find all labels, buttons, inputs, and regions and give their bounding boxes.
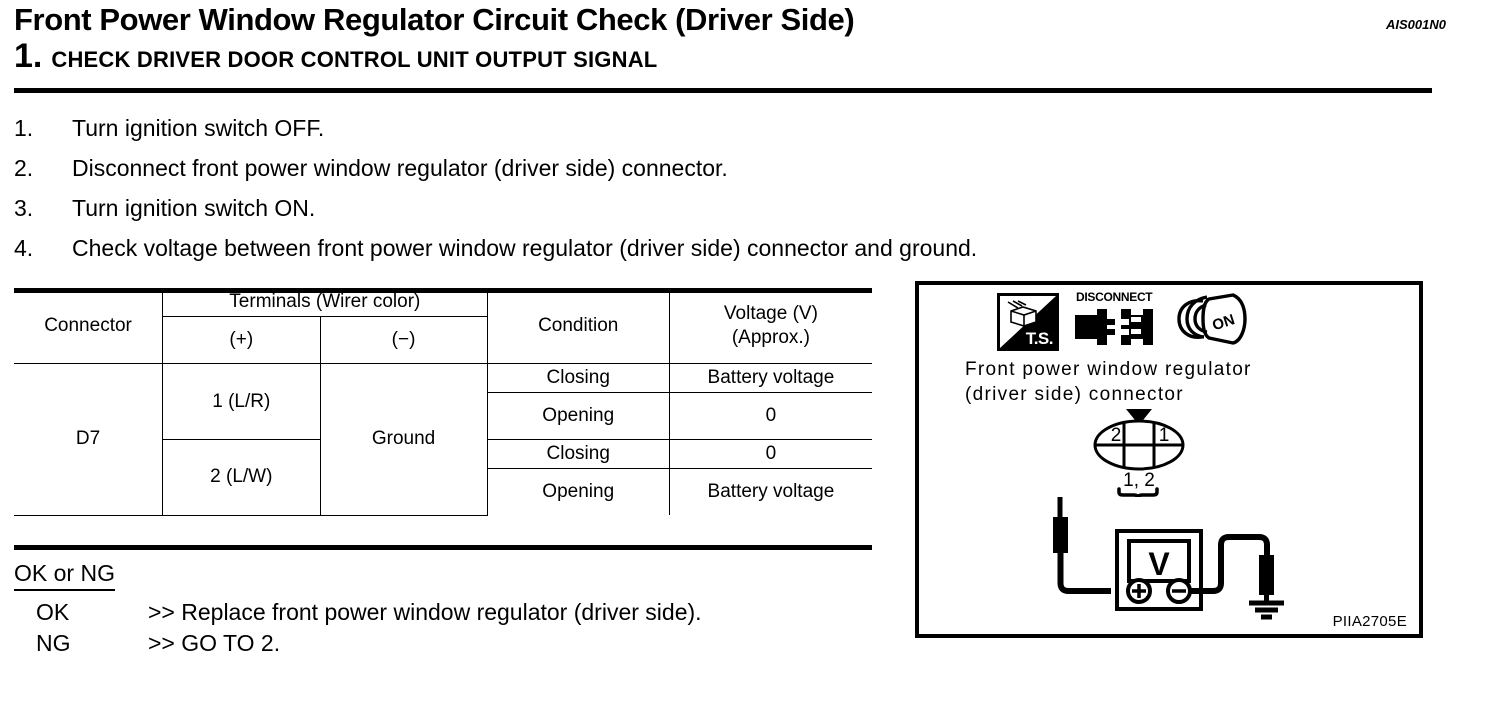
- step-index: 2.: [14, 155, 34, 181]
- step-index: 4.: [14, 235, 34, 261]
- result-block: OK or NG OK >> Replace front power windo…: [14, 558, 702, 659]
- connector-pin-right: 1: [1159, 425, 1170, 446]
- cell-ground: Ground: [319, 363, 488, 516]
- cell-terminal-1: 1 (L/R): [162, 363, 321, 440]
- caption-line-1: Front power window regulator: [965, 359, 1252, 380]
- cell-condition: Closing: [486, 439, 670, 469]
- list-item: 2. Disconnect front power window regulat…: [14, 148, 1314, 188]
- result-rows: OK >> Replace front power window regulat…: [36, 597, 702, 659]
- illustration-caption: Front power window regulator (driver sid…: [965, 357, 1252, 407]
- header-voltage-line2: (Approx.): [731, 326, 810, 348]
- step-number: 1.: [14, 37, 43, 75]
- voltmeter-diagram: V: [1053, 497, 1284, 620]
- connector-pointer-triangle: [1126, 409, 1152, 425]
- ignition-key-on-icon: ON: [1173, 291, 1247, 351]
- page-title: Front Power Window Regulator Circuit Che…: [14, 2, 855, 37]
- voltage-spec-table: Connector Terminals (Wirer color) Condit…: [14, 288, 872, 516]
- header-voltage: Voltage (V) (Approx.): [668, 288, 872, 364]
- probe-tip-right: [1259, 555, 1274, 595]
- table-row: (+) (−): [14, 316, 872, 364]
- meter-v-label: V: [1148, 546, 1170, 582]
- cell-condition: Closing: [486, 363, 670, 393]
- header-voltage-line1: Voltage (V): [723, 302, 818, 324]
- key-on-glyph: ON: [1177, 293, 1247, 345]
- procedure-steps: 1. Turn ignition switch OFF. 2. Disconne…: [14, 108, 1314, 268]
- step-heading-line: 1. CHECK DRIVER DOOR CONTROL UNIT OUTPUT…: [14, 39, 1490, 73]
- table-bottom-rule: [14, 545, 872, 550]
- key-on-text: ON: [1210, 311, 1237, 334]
- disconnect-plug-glyph: [1075, 309, 1153, 345]
- step-text: Disconnect front power window regulator …: [72, 155, 728, 181]
- illustration-panel: T.S. DISCONNECT: [915, 281, 1423, 638]
- cell-voltage: Battery voltage: [668, 363, 872, 393]
- step-heading: CHECK DRIVER DOOR CONTROL UNIT OUTPUT SI…: [51, 47, 658, 72]
- step-text: Turn ignition switch OFF.: [72, 115, 325, 141]
- result-value: >> GO TO 2.: [148, 630, 281, 656]
- cell-voltage: 0: [668, 439, 872, 469]
- cell-voltage: Battery voltage: [668, 468, 872, 515]
- cell-voltage: 0: [668, 392, 872, 440]
- step-text: Check voltage between front power window…: [72, 235, 978, 261]
- step-index: 3.: [14, 195, 34, 221]
- ts-connector-glyph: [1007, 300, 1037, 327]
- result-value: >> Replace front power window regulator …: [148, 599, 702, 625]
- tool-selector-ts-icon: T.S.: [997, 293, 1059, 351]
- ts-label: T.S.: [1025, 329, 1054, 348]
- header-divider: [14, 88, 1432, 93]
- header-condition: Condition: [486, 288, 670, 364]
- connector-diagram: 2 1 1, 2: [1093, 409, 1185, 497]
- cell-connector-value: D7: [14, 363, 164, 516]
- meter-display: [1127, 539, 1191, 583]
- page-header: Front Power Window Regulator Circuit Che…: [14, 2, 1490, 73]
- header-connector: Connector: [14, 288, 164, 364]
- table-row: 2 (L/W) Closing 0: [14, 439, 872, 516]
- table-row: Connector Terminals (Wirer color) Condit…: [14, 288, 872, 364]
- result-row-ng: NG >> GO TO 2.: [36, 628, 702, 659]
- cell-terminal-2: 2 (L/W): [162, 439, 321, 516]
- result-key: OK: [36, 599, 70, 625]
- document-code: AIS001N0: [1386, 17, 1446, 32]
- cell-condition: Opening: [486, 468, 670, 515]
- table-row: Opening Battery voltage: [14, 468, 872, 515]
- header-terminals: Terminals (Wirer color): [162, 288, 488, 317]
- caption-line-2: (driver side) connector: [965, 384, 1184, 405]
- header-plus: (+): [162, 316, 321, 364]
- connector-pin-left: 2: [1111, 425, 1122, 446]
- header-minus: (−): [319, 316, 488, 364]
- probe-tip-left: [1053, 517, 1068, 553]
- result-row-ok: OK >> Replace front power window regulat…: [36, 597, 702, 628]
- step-index: 1.: [14, 115, 34, 141]
- icon-row: T.S. DISCONNECT: [997, 291, 1247, 351]
- list-item: 3. Turn ignition switch ON.: [14, 188, 1314, 228]
- cell-condition: Opening: [486, 392, 670, 440]
- table-row: D7 1 (L/R) Ground Closing Battery voltag…: [14, 363, 872, 516]
- list-item: 1. Turn ignition switch OFF.: [14, 108, 1314, 148]
- figure-id: PIIA2705E: [1332, 613, 1407, 630]
- table-row: Opening 0: [14, 392, 872, 440]
- step-text: Turn ignition switch ON.: [72, 195, 316, 221]
- result-title: OK or NG: [14, 558, 115, 591]
- disconnect-icon: DISCONNECT: [1073, 291, 1159, 351]
- result-key: NG: [36, 630, 71, 656]
- disconnect-label: DISCONNECT: [1076, 290, 1153, 304]
- connector-terminals-label: 1, 2: [1123, 470, 1155, 491]
- list-item: 4. Check voltage between front power win…: [14, 228, 1314, 268]
